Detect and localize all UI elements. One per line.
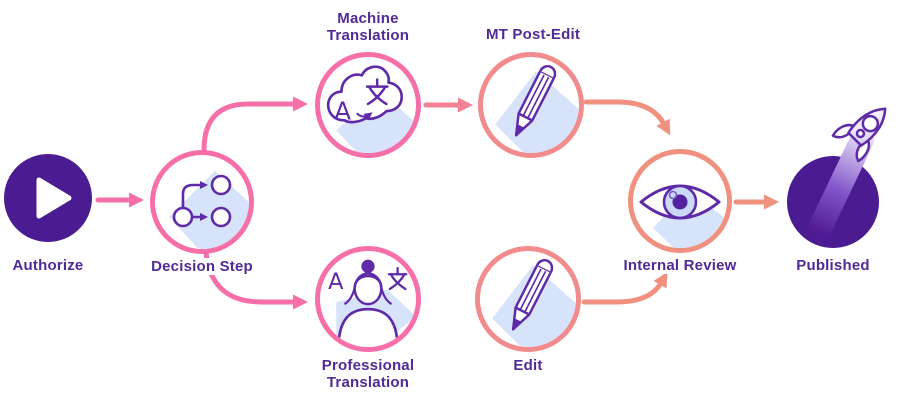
node-professional-translation: A bbox=[315, 246, 421, 352]
label-decision-step: Decision Step bbox=[138, 258, 266, 276]
play-icon bbox=[36, 177, 72, 219]
svg-text:A: A bbox=[334, 96, 351, 125]
translator-person-icon: A bbox=[328, 259, 416, 347]
svg-text:A: A bbox=[328, 269, 344, 295]
label-mt-post-edit: MT Post-Edit bbox=[468, 26, 598, 44]
label-machine-translation: Machine Translation bbox=[303, 10, 433, 45]
edge-mt-post-edit-internal-review bbox=[583, 99, 671, 136]
eye-icon bbox=[639, 184, 727, 248]
node-internal-review bbox=[628, 149, 732, 253]
label-internal-review: Internal Review bbox=[616, 257, 744, 275]
edge-edit-internal-review bbox=[581, 271, 668, 305]
label-edit: Edit bbox=[463, 357, 593, 375]
cloud-translate-icon: A bbox=[326, 65, 416, 153]
pencil-icon bbox=[495, 65, 579, 153]
edge-decision-machine-translation bbox=[201, 96, 308, 153]
node-edit bbox=[475, 246, 581, 352]
label-published: Published bbox=[773, 257, 893, 275]
node-mt-post-edit bbox=[478, 52, 584, 158]
label-authorize: Authorize bbox=[0, 257, 112, 275]
pencil-icon bbox=[492, 259, 576, 347]
node-authorize bbox=[4, 154, 92, 242]
branch-icon bbox=[169, 171, 249, 249]
rocket-icon bbox=[808, 107, 887, 240]
node-machine-translation: A bbox=[315, 52, 421, 158]
icon-shadow bbox=[653, 190, 727, 248]
label-professional-translation: Professional Translation bbox=[303, 357, 433, 392]
node-decision-step bbox=[150, 150, 254, 254]
